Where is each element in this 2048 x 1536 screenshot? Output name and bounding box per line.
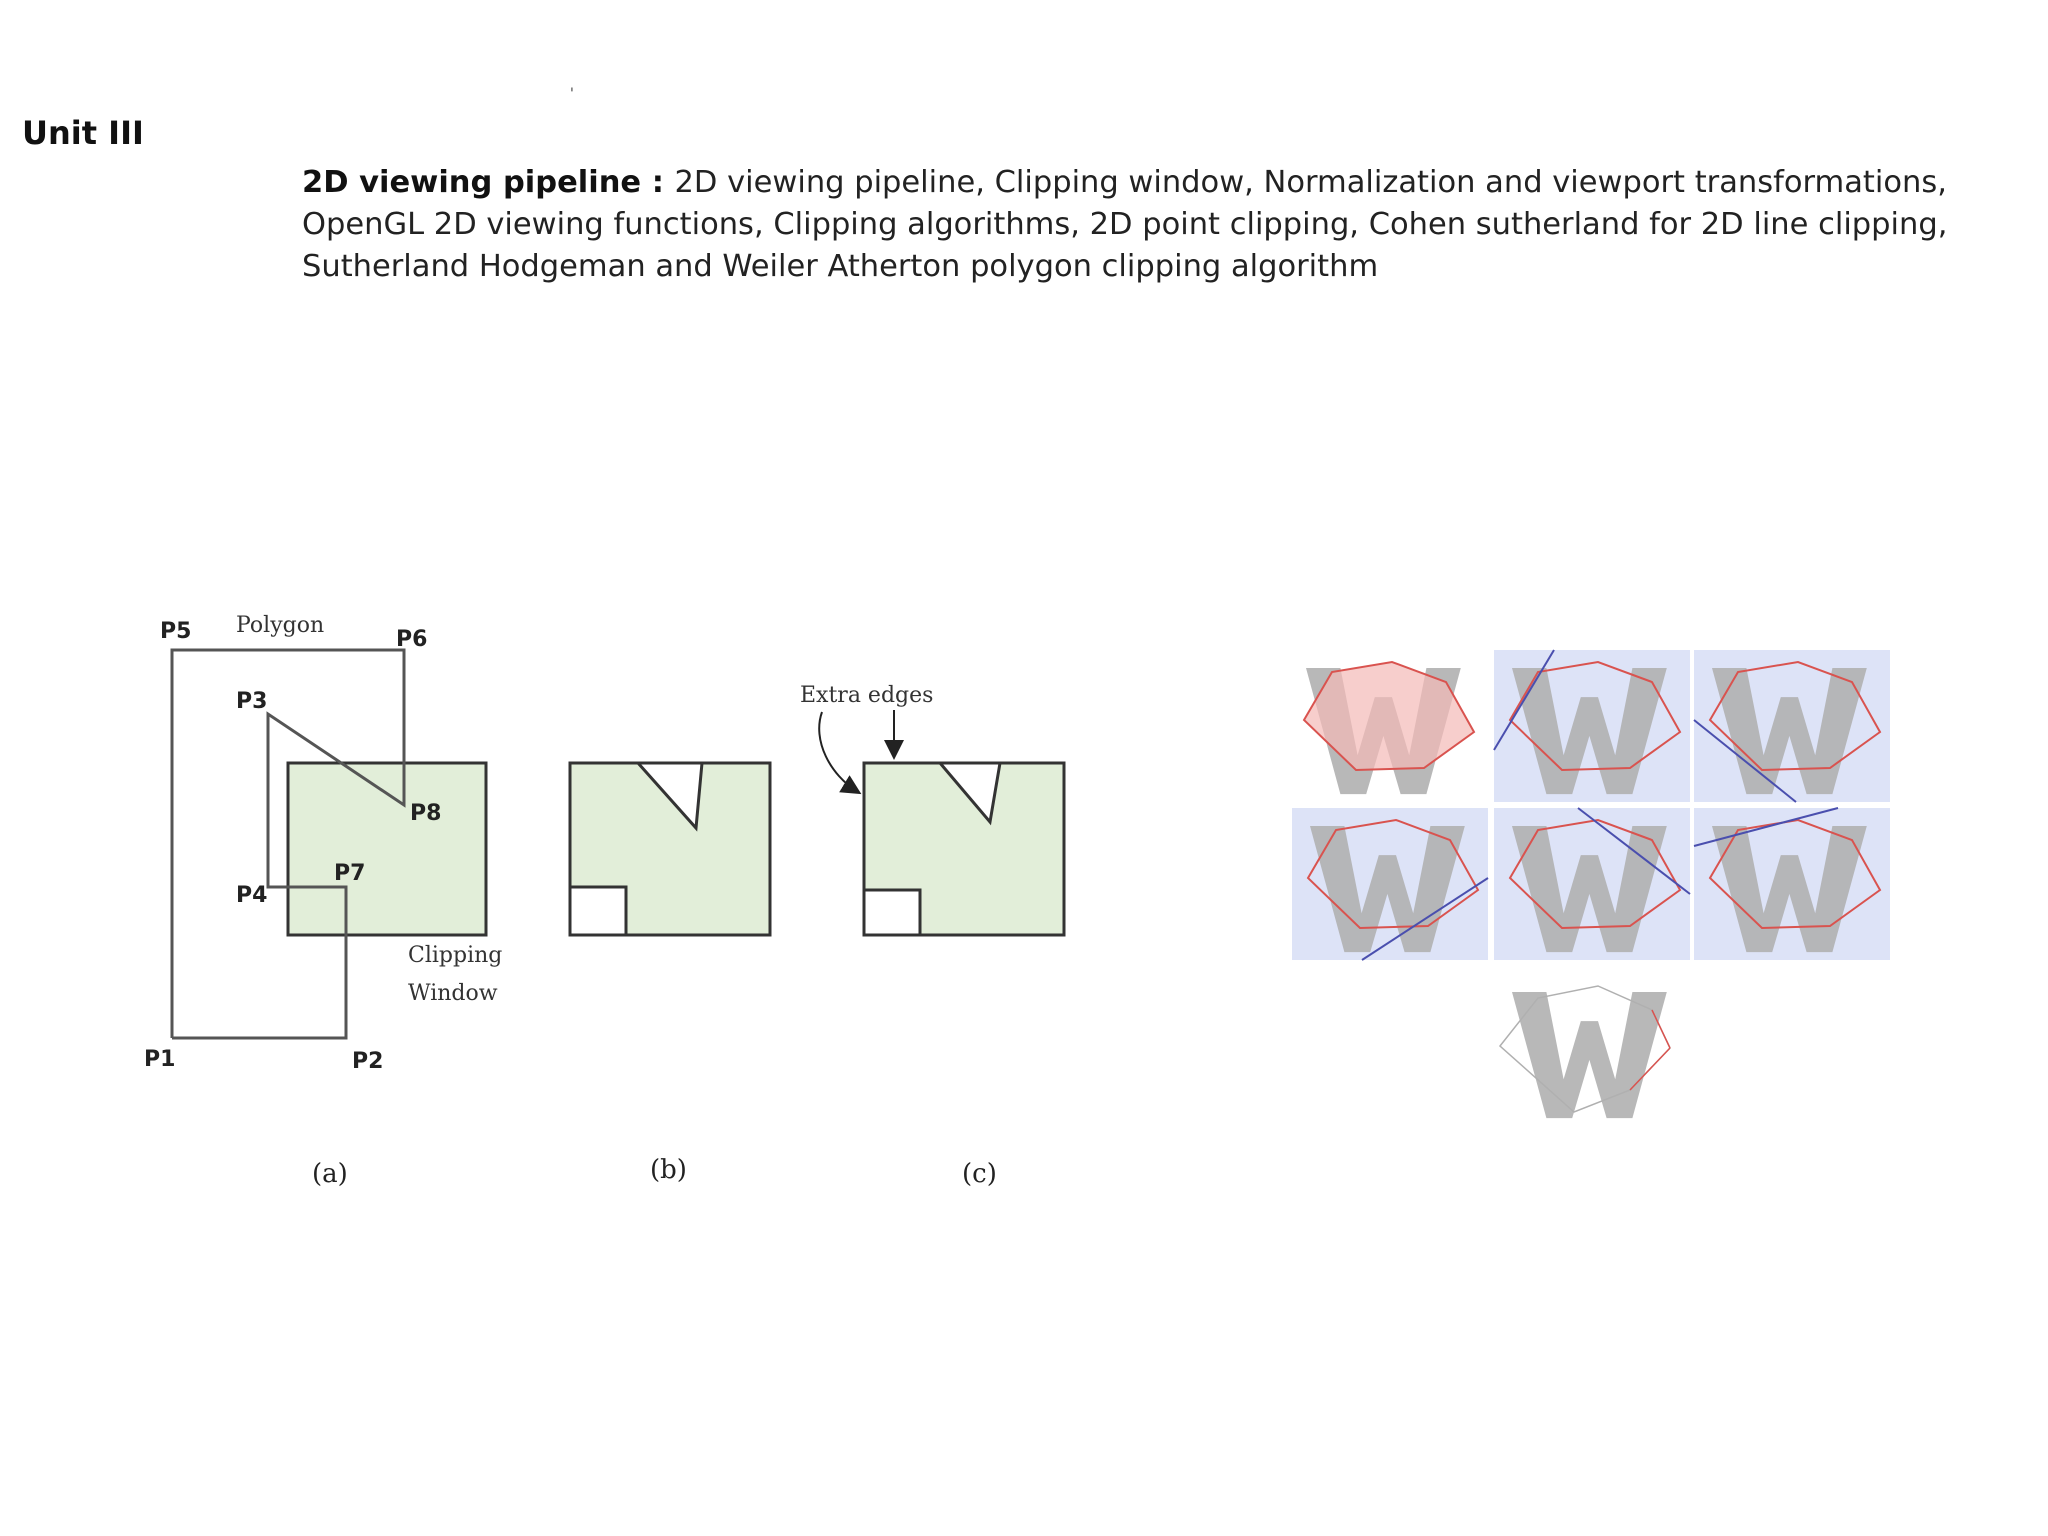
clipping-window-label-line1: Clipping bbox=[408, 943, 502, 968]
clipping-window-label-line2: Window bbox=[408, 981, 498, 1006]
step-panel-2 bbox=[1493, 649, 1690, 802]
vertex-label-p4: P4 bbox=[236, 883, 267, 908]
step-panel-result bbox=[1498, 985, 1671, 1119]
step-panel-5 bbox=[1494, 807, 1691, 960]
syllabus-paragraph: 2D viewing pipeline : 2D viewing pipelin… bbox=[302, 162, 2042, 288]
vertex-label-p1: P1 bbox=[144, 1047, 175, 1072]
polygon-label: Polygon bbox=[236, 613, 324, 638]
step-panel-4 bbox=[1292, 808, 1489, 961]
vertex-label-p3: P3 bbox=[236, 689, 267, 714]
cutout-triangle-b bbox=[634, 761, 704, 832]
subject-polygon-a bbox=[170, 648, 406, 1040]
vertex-label-p2: P2 bbox=[352, 1049, 383, 1074]
unit-title: Unit III bbox=[22, 114, 144, 152]
vertex-label-p6: P6 bbox=[396, 627, 427, 652]
syllabus-topic: 2D viewing pipeline bbox=[302, 165, 642, 200]
clipping-window-a bbox=[286, 761, 488, 937]
syllabus-text: 2D viewing pipeline, Clipping window, No… bbox=[302, 165, 1948, 284]
syllabus-separator: : bbox=[641, 165, 675, 200]
stray-mark: ' bbox=[570, 86, 574, 102]
caption-b: (b) bbox=[650, 1155, 687, 1185]
cutout-triangle-c bbox=[936, 761, 1002, 826]
step-panel-6 bbox=[1693, 807, 1890, 960]
cutout-square-c bbox=[862, 888, 922, 937]
step-panel-3 bbox=[1693, 650, 1890, 803]
caption-c: (c) bbox=[962, 1159, 997, 1189]
extra-edges-label: Extra edges bbox=[800, 683, 933, 708]
extra-edges-curved-arrow bbox=[818, 711, 862, 795]
vertex-label-p7: P7 bbox=[334, 861, 365, 886]
caption-a: (a) bbox=[312, 1159, 348, 1189]
step-panel-1 bbox=[1302, 660, 1476, 795]
vertex-label-p5: P5 bbox=[160, 619, 191, 644]
cutout-square-b bbox=[568, 885, 628, 937]
vertex-label-p8: P8 bbox=[410, 801, 441, 826]
